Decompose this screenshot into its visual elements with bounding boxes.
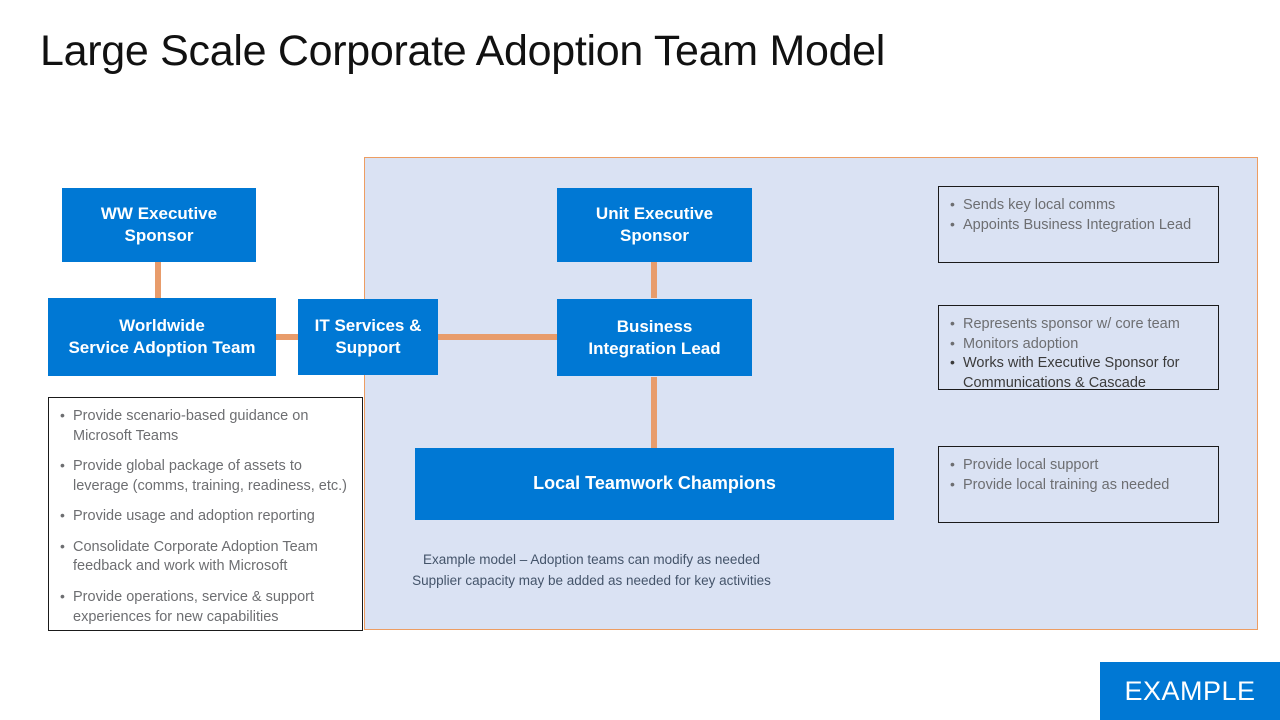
list-item: Appoints Business Integration Lead [949, 215, 1206, 236]
list-item: Provide global package of assets to leve… [59, 456, 350, 496]
box-business-integration-lead-line1: Business [616, 316, 693, 336]
connector-ww-sponsor-to-worldwide-team [155, 261, 161, 298]
panel-footnote: Example model – Adoption teams can modif… [0, 550, 1280, 592]
box-business-integration-lead-line2: Integration Lead [588, 338, 721, 358]
box-ww-executive-sponsor[interactable]: WW Executive Sponsor [62, 188, 256, 262]
box-unit-executive-sponsor-line1: Unit Executive [595, 204, 714, 224]
note-business-integration-lead-list: Represents sponsor w/ core team Monitors… [949, 314, 1206, 393]
example-badge-label: EXAMPLE [1124, 675, 1256, 706]
connector-unit-sponsor-to-business-lead [651, 261, 657, 298]
example-badge: EXAMPLE [1100, 662, 1280, 720]
note-local-teamwork-champions: Provide local support Provide local trai… [938, 446, 1219, 523]
list-item: Provide local support [949, 455, 1206, 476]
box-it-services-line1: IT Services & [314, 316, 422, 336]
note-unit-executive-sponsor: Sends key local comms Appoints Business … [938, 186, 1219, 263]
connector-business-lead-to-champions [651, 377, 657, 449]
list-item: Consolidate Corporate Adoption Team feed… [59, 537, 350, 577]
box-worldwide-team-line1: Worldwide [119, 316, 205, 336]
page-title: Large Scale Corporate Adoption Team Mode… [40, 27, 886, 75]
box-unit-executive-sponsor[interactable]: Unit Executive Sponsor [557, 188, 752, 262]
box-ww-executive-sponsor-line1: WW Executive [100, 204, 218, 224]
box-business-integration-lead[interactable]: Business Integration Lead [557, 299, 752, 376]
note-business-integration-lead: Represents sponsor w/ core team Monitors… [938, 305, 1219, 393]
list-item: Provide operations, service & support ex… [59, 587, 350, 627]
box-it-services-and-support[interactable]: IT Services & Support [298, 299, 438, 375]
list-item: Provide usage and adoption reporting [59, 506, 350, 527]
box-worldwide-service-adoption-team[interactable]: Worldwide Service Adoption Team [48, 298, 276, 376]
panel-footnote-line1: Example model – Adoption teams can modif… [423, 552, 760, 567]
note-worldwide-service-adoption-team: Provide scenario-based guidance on Micro… [48, 397, 363, 631]
note-worldwide-team-list: Provide scenario-based guidance on Micro… [59, 406, 350, 627]
connector-it-services-to-business-lead [438, 334, 558, 340]
box-local-teamwork-champions-label: Local Teamwork Champions [533, 473, 776, 494]
box-ww-executive-sponsor-line2: Sponsor [124, 226, 194, 245]
panel-footnote-line2: Supplier capacity may be added as needed… [412, 572, 771, 588]
note-local-teamwork-champions-list: Provide local support Provide local trai… [949, 455, 1206, 496]
box-it-services-line2: Support [335, 338, 401, 357]
list-item: Monitors adoption [949, 334, 1206, 355]
list-item: Provide scenario-based guidance on Micro… [59, 406, 350, 446]
note-unit-executive-sponsor-list: Sends key local comms Appoints Business … [949, 195, 1206, 236]
box-worldwide-team-line2: Service Adoption Team [68, 338, 256, 357]
list-item: Provide local training as needed [949, 475, 1206, 496]
box-local-teamwork-champions[interactable]: Local Teamwork Champions [415, 448, 894, 520]
list-item: Works with Executive Sponsor for Communi… [949, 353, 1206, 393]
list-item: Sends key local comms [949, 195, 1206, 216]
list-item: Represents sponsor w/ core team [949, 314, 1206, 335]
connector-worldwide-team-to-it-services [275, 334, 299, 340]
box-unit-executive-sponsor-line2: Sponsor [620, 226, 689, 245]
